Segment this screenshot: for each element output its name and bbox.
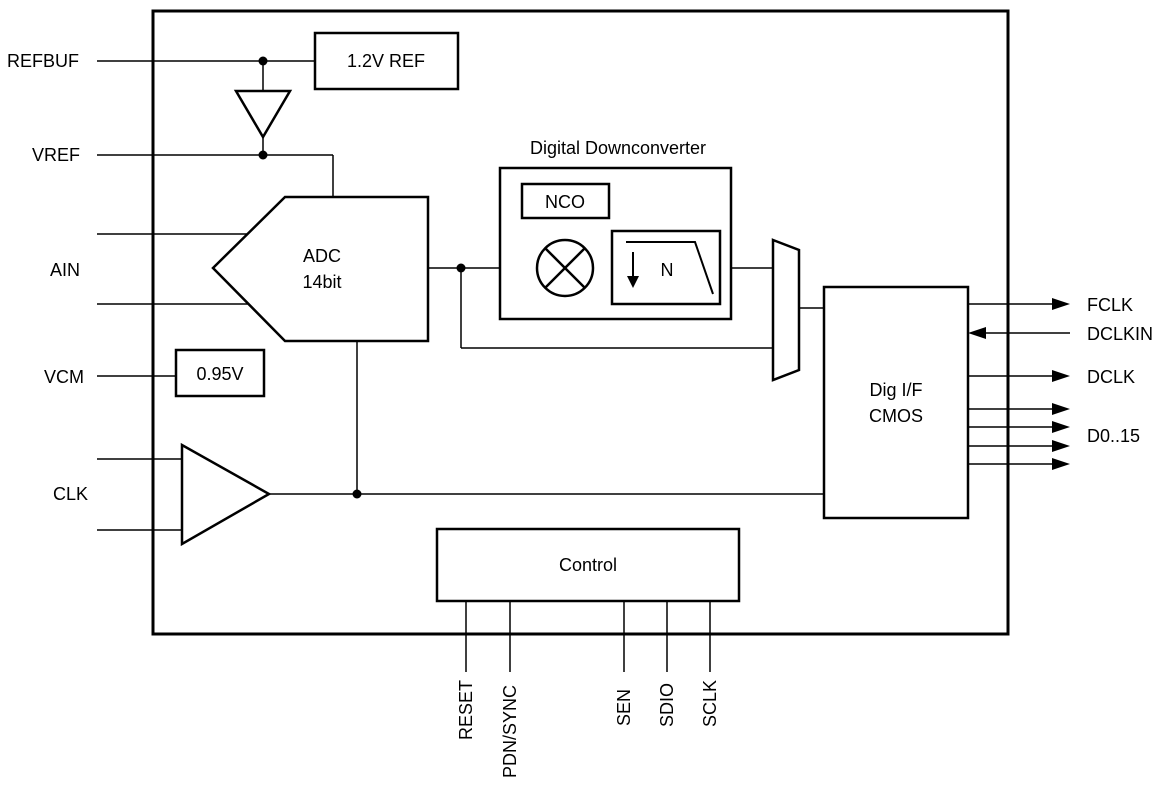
vcm-ref-label: 0.95V [196,364,243,384]
pin-sdio: SDIO [657,683,677,727]
ref-label: 1.2V REF [347,51,425,71]
pin-vref: VREF [32,145,80,165]
adc-label-line1: ADC [303,246,341,266]
vcm-ref-block: 0.95V [174,348,266,398]
mixer-icon [535,238,595,298]
dig-if-label-line1: Dig I/F [869,380,922,400]
pin-refbuf: REFBUF [7,51,79,71]
nco-block [520,182,611,220]
pin-sen: SEN [614,689,634,726]
junction-dots [258,56,466,499]
downsample-arrow-icon [627,276,639,288]
dig-if-block: Dig I/F CMOS [822,285,970,520]
output-mux [771,238,801,382]
ref-block: 1.2V REF [313,31,460,91]
control-label: Control [559,555,617,575]
ddc-block: NCO N [498,166,733,321]
pin-reset: RESET [456,680,476,740]
pin-dclkin: DCLKIN [1087,324,1153,344]
control-block: Control [435,527,741,603]
pin-sclk: SCLK [700,680,720,727]
pin-vcm: VCM [44,367,84,387]
adc-label-line2: 14bit [302,272,341,292]
pin-ain: AIN [50,260,80,280]
chip-boundary [151,9,1010,636]
adc-block: ADC 14bit [211,195,430,343]
pin-pdn-sync: PDN/SYNC [500,685,520,778]
ddc-title: Digital Downconverter [530,138,706,158]
decimation-filter: N [610,229,722,306]
arrowheads [968,298,1070,470]
pin-clk: CLK [53,484,88,504]
dig-if-label-line2: CMOS [869,406,923,426]
pin-fclk: FCLK [1087,295,1133,315]
nco-label: NCO [545,192,585,212]
pin-dclk: DCLK [1087,367,1135,387]
decim-label: N [661,260,674,280]
clock-buffer-icon [180,442,272,547]
ref-buffer-icon [233,89,293,140]
pin-data-bus: D0..15 [1087,426,1140,446]
